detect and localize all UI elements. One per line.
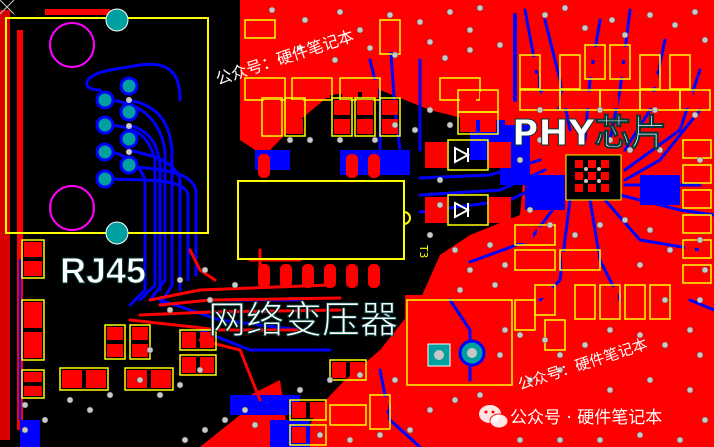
wechat-watermark: 公众号 · 硬件笔记本 bbox=[479, 405, 662, 429]
diode-pair-top bbox=[425, 139, 511, 171]
rj45-mount-hole-top bbox=[49, 22, 95, 68]
diode-symbol-icon bbox=[454, 146, 471, 164]
watermark-bottom: 公众号 · 硬件笔记本 bbox=[510, 408, 662, 428]
rj45-pin-3 bbox=[95, 115, 115, 135]
phy-chip-footprint bbox=[565, 154, 622, 201]
rj45-pin-8 bbox=[119, 155, 139, 175]
rj45-connector bbox=[5, 8, 209, 245]
transformer-designator: T3 bbox=[417, 245, 430, 258]
rj45-label: RJ45 bbox=[60, 250, 146, 291]
transformer-body-outline bbox=[237, 180, 405, 260]
phy-chip-label: PHY芯片 bbox=[512, 113, 667, 154]
transformer-label: 网络变压器 bbox=[208, 298, 398, 342]
rj45-shield-pad-bottom bbox=[105, 221, 129, 245]
rj45-pin-6 bbox=[119, 129, 139, 149]
rj45-pin-4 bbox=[119, 102, 139, 122]
rj45-pin-7 bbox=[95, 169, 115, 189]
wechat-logo-icon bbox=[479, 405, 509, 429]
rj45-pin-5 bbox=[95, 142, 115, 162]
through-hole-pads bbox=[406, 299, 513, 386]
rj45-pin-1 bbox=[95, 90, 115, 110]
transformer-pads bbox=[258, 154, 380, 288]
via-field bbox=[21, 4, 709, 444]
transformer-footprint: T3 bbox=[237, 154, 430, 288]
corner-marker-icon bbox=[0, 0, 15, 15]
rj45-pin-2 bbox=[119, 76, 139, 96]
rj45-mount-hole-bottom bbox=[49, 185, 95, 231]
passive-components bbox=[21, 19, 712, 446]
diode-symbol-icon bbox=[454, 201, 471, 219]
rj45-shield-pad-top bbox=[105, 8, 129, 32]
